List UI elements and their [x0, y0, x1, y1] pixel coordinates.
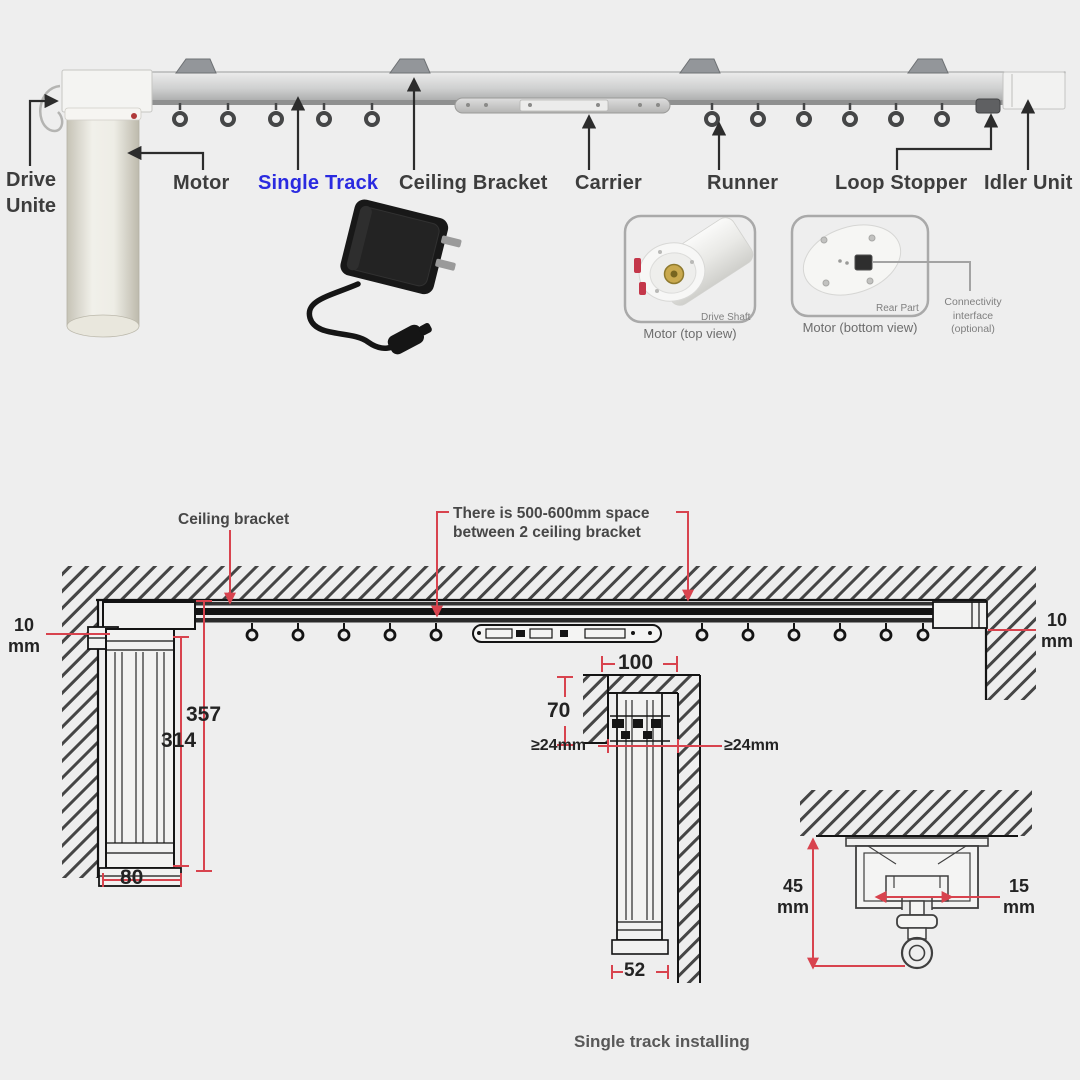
- label-runner: Runner: [707, 172, 779, 194]
- label-loop-stopper: Loop Stopper: [835, 172, 968, 194]
- side-runner-rings: [245, 623, 930, 642]
- motor-top-view-box: [623, 214, 757, 324]
- adapter-plug-end: [387, 323, 432, 355]
- connectivity-leader: [872, 261, 971, 291]
- dim-wall-gap-right: 10 mm: [1040, 610, 1073, 651]
- runner-rings: [172, 103, 950, 127]
- install-drawing: [46, 511, 1036, 983]
- side-motor-assembly: [87, 601, 196, 887]
- dim-wall-gap-left: 10 mm: [7, 615, 40, 656]
- power-cord-loop: [39, 84, 64, 133]
- motor-bottom-view-box: [790, 214, 971, 318]
- ceiling-hatch: [62, 566, 1004, 600]
- dim-clearance-left: ≥24mm: [531, 737, 587, 754]
- carrier-assembly: [454, 97, 671, 114]
- ceiling-brackets: [175, 58, 949, 74]
- dim-total-height: 357: [186, 703, 222, 726]
- caption-motor-top-view: Motor (top view): [643, 326, 737, 341]
- label-rear-part: Rear Part: [876, 303, 919, 314]
- motor-cylinder: [64, 107, 142, 338]
- power-adapter-illustration: [306, 199, 462, 355]
- label-leaders: [28, 77, 1036, 170]
- caption-motor-bottom-view: Motor (bottom view): [802, 320, 918, 335]
- connectivity-port: [854, 254, 873, 271]
- label-bracket-spacing-note: There is 500-600mm space between 2 ceili…: [453, 505, 650, 542]
- pocket-drawing: [583, 674, 701, 983]
- label-connectivity-interface: Connectivity interface (optional): [944, 296, 1002, 336]
- dim-motor-height: 314: [161, 729, 197, 752]
- dim-track-drop: 45 mm: [776, 876, 809, 917]
- label-ceiling-bracket-install: Ceiling bracket: [178, 511, 290, 528]
- loop-stopper-part: [975, 98, 1001, 114]
- label-drive-shaft: Drive Shaft: [701, 312, 751, 323]
- left-wall-hatch: [62, 566, 98, 878]
- adapter-cord: [306, 281, 405, 351]
- label-ceiling-bracket: Ceiling Bracket: [399, 172, 548, 194]
- drive-unit-housing: [61, 69, 153, 113]
- side-carrier: [472, 624, 662, 643]
- dim-pocket-depth: 70: [547, 699, 571, 722]
- label-single-track: Single Track: [258, 172, 379, 194]
- label-idler-unit: Idler Unit: [984, 172, 1073, 194]
- track-photo: [39, 58, 1066, 338]
- dim-slot-width: 15 mm: [1002, 876, 1035, 917]
- dimension-lines: [46, 511, 1036, 979]
- side-idler-cap: [932, 601, 988, 629]
- label-motor: Motor: [173, 172, 230, 194]
- dim-pocket-width: 100: [618, 651, 654, 674]
- dim-clearance-right: ≥24mm: [724, 737, 780, 754]
- caption-single-track-installing: Single track installing: [574, 1032, 750, 1051]
- label-drive-unite: Drive Unite: [6, 169, 57, 217]
- label-carrier: Carrier: [575, 172, 642, 194]
- right-wall-hatch: [986, 566, 1036, 700]
- dim-motor-depth: 52: [624, 960, 646, 981]
- motor-led: [131, 113, 137, 119]
- cross-section-detail: [800, 790, 1032, 970]
- dim-motor-width: 80: [120, 866, 144, 889]
